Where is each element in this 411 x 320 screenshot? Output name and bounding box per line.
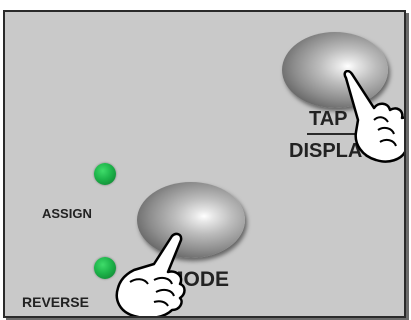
tap-label: TAP (309, 108, 348, 130)
control-panel: ASSIGN REVERSE MODE TAP DISPLAY (3, 10, 406, 318)
mode-label: MODE (166, 268, 229, 291)
mode-button[interactable] (137, 182, 245, 258)
assign-label: ASSIGN (42, 206, 92, 221)
assign-led-icon (94, 163, 116, 185)
tap-display-divider (307, 133, 381, 135)
display-label: DISPLAY (289, 140, 374, 162)
tap-display-button[interactable] (282, 32, 388, 108)
reverse-label: REVERSE (22, 294, 89, 310)
reverse-led-icon (94, 257, 116, 279)
